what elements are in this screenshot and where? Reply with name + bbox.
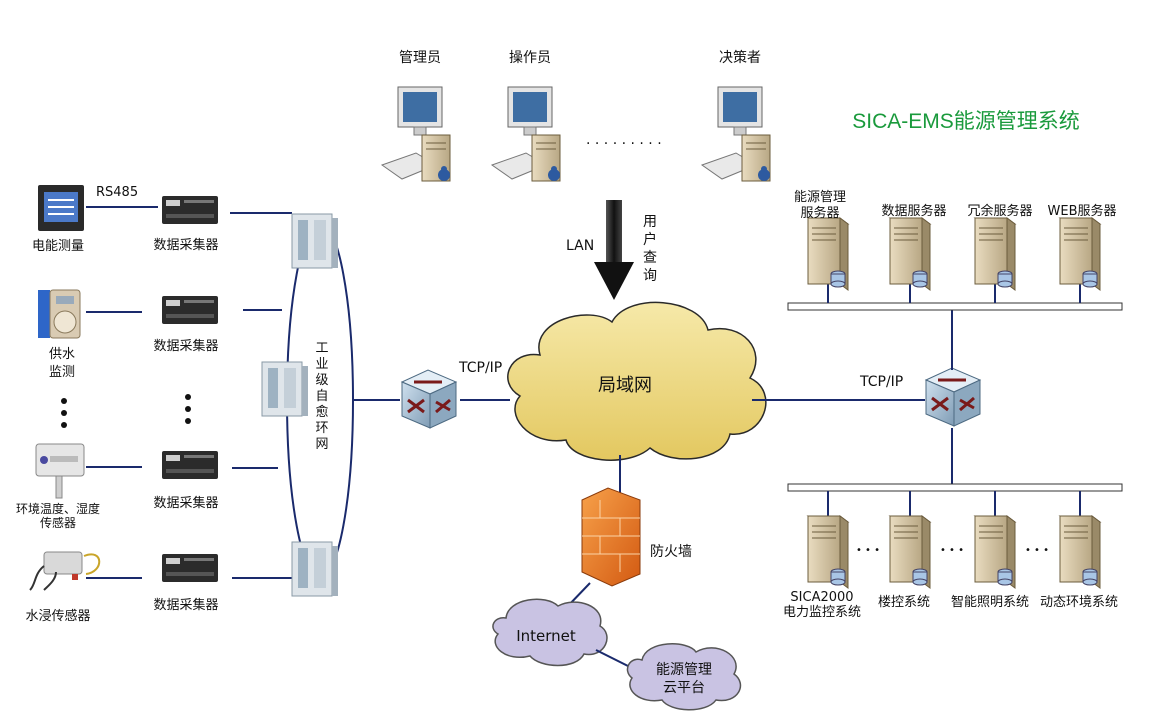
collector-label-2: 数据采集器 xyxy=(153,338,218,354)
industrial-switch-bottom xyxy=(291,541,339,597)
svg-text:愈: 愈 xyxy=(315,405,328,420)
user-label-decision-maker: 决策者 xyxy=(719,49,761,66)
env-sensor-icon xyxy=(35,443,85,499)
query-char-3: 查 xyxy=(643,250,657,266)
svg-text:自: 自 xyxy=(315,389,328,404)
user-label-admin: 管理员 xyxy=(399,50,441,66)
ellipsis-dots-left xyxy=(61,394,191,428)
svg-text:网: 网 xyxy=(315,437,328,452)
subsystem-label-lighting: 智能照明系统 xyxy=(951,595,1029,610)
server-label-web: WEB服务器 xyxy=(1048,203,1117,219)
collector-label-1: 数据采集器 xyxy=(153,237,218,253)
ring-label: 工 业 级 自 愈 环 网 xyxy=(315,341,328,452)
lan-arrow xyxy=(594,200,634,300)
env-sensor-label-line1: 环境温度、湿度 xyxy=(16,501,100,516)
lighting-server xyxy=(974,515,1016,589)
workstation-decision-maker: 决策者 xyxy=(701,49,771,182)
collector-label-4: 数据采集器 xyxy=(153,597,218,613)
svg-text:业: 业 xyxy=(315,357,328,372)
workstation-operator: 操作员 xyxy=(491,50,561,182)
building-control-server xyxy=(889,515,931,589)
subsystem-label-power-1: SICA2000 xyxy=(790,590,853,605)
subsystem-label-env: 动态环境系统 xyxy=(1040,595,1118,610)
svg-text:工: 工 xyxy=(315,341,328,356)
data-collector-4 xyxy=(162,554,218,582)
query-char-2: 户 xyxy=(643,231,657,248)
tcpip-right-label: TCP/IP xyxy=(859,374,903,390)
workstation-admin: 管理员 xyxy=(381,50,451,182)
industrial-switch-top xyxy=(291,213,339,269)
power-monitor-server xyxy=(807,515,849,589)
subsystem-label-power-2: 电力监控系统 xyxy=(783,605,861,620)
server-label-redundant: 冗余服务器 xyxy=(967,203,1032,219)
rs485-label: RS485 xyxy=(96,185,138,200)
tcpip-left-label: TCP/IP xyxy=(458,360,502,376)
internet-label: Internet xyxy=(516,627,576,645)
firewall-label: 防火墙 xyxy=(650,544,692,560)
water-leak-label: 水浸传感器 xyxy=(25,608,90,624)
collector-label-3: 数据采集器 xyxy=(153,495,218,511)
env-system-server xyxy=(1059,515,1101,589)
web-server xyxy=(1059,217,1101,291)
subsystem-dots-2: • • • xyxy=(940,545,964,556)
subsystem-dots-1: • • • xyxy=(856,545,880,556)
server-label-energy-2: 服务器 xyxy=(800,205,839,221)
lan-label: LAN xyxy=(566,238,594,254)
query-char-4: 询 xyxy=(643,268,657,284)
redundant-server xyxy=(974,217,1016,291)
lan-cloud xyxy=(507,301,767,461)
data-collector-2 xyxy=(162,296,218,324)
server-label-data: 数据服务器 xyxy=(881,203,946,219)
water-label-line1: 供水 xyxy=(49,347,75,362)
router-left xyxy=(400,368,458,430)
industrial-switch-middle xyxy=(261,361,309,417)
lan-cloud-label: 局域网 xyxy=(598,375,652,396)
router-right xyxy=(924,366,982,428)
cloud-platform xyxy=(626,643,742,711)
internet-cloud xyxy=(492,598,608,667)
subsystem-bus xyxy=(787,483,1123,518)
cloud-platform-label-2: 云平台 xyxy=(663,680,705,696)
env-sensor-label-line2: 传感器 xyxy=(40,515,76,530)
data-collector-3 xyxy=(162,451,218,479)
water-meter-icon xyxy=(38,289,81,339)
user-separator: . . . . . . . . . xyxy=(586,132,662,148)
user-label-operator: 操作员 xyxy=(509,50,551,66)
subsystem-dots-3: • • • xyxy=(1025,545,1049,556)
subsystem-label-building: 楼控系统 xyxy=(878,595,930,610)
svg-text:环: 环 xyxy=(315,421,328,436)
water-label-line2: 监测 xyxy=(49,365,75,380)
data-server xyxy=(889,217,931,291)
energy-server xyxy=(807,217,849,291)
diagram-title: SICA-EMS能源管理系统 xyxy=(852,110,1080,133)
data-collector-1 xyxy=(162,196,218,224)
water-leak-sensor-icon xyxy=(29,551,101,591)
energy-meter-icon xyxy=(38,185,84,231)
firewall-icon xyxy=(581,487,641,587)
cloud-platform-label-1: 能源管理 xyxy=(656,662,712,678)
energy-meter-label: 电能测量 xyxy=(32,239,84,254)
query-char-1: 用 xyxy=(643,214,657,230)
server-label-energy-1: 能源管理 xyxy=(794,190,846,205)
svg-text:级: 级 xyxy=(315,373,328,388)
server-bus xyxy=(787,283,1123,311)
